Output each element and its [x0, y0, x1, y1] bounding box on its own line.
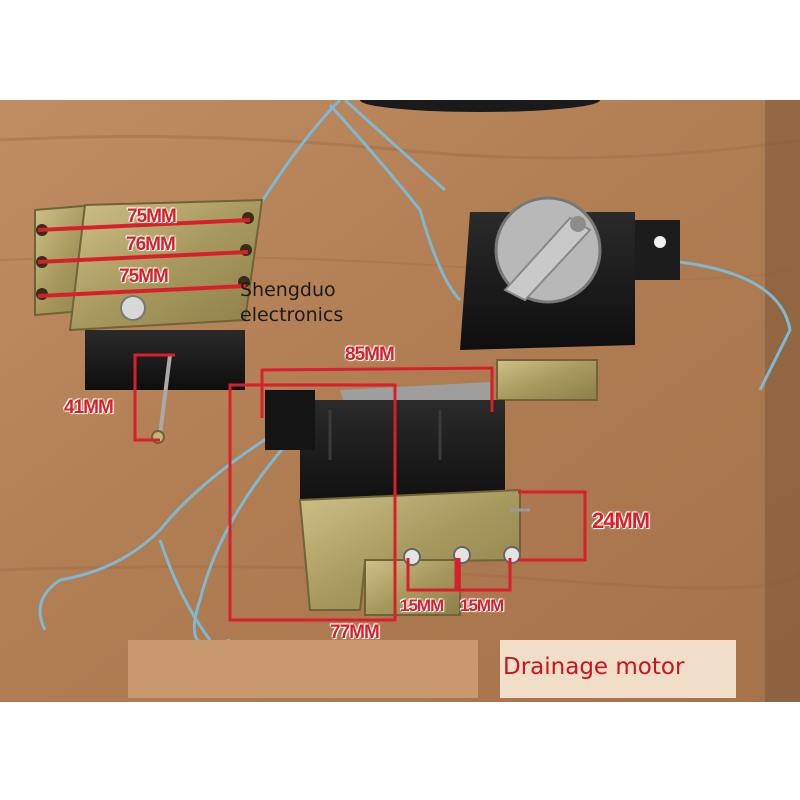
dimension-shaft-height: 24MM	[592, 508, 650, 533]
dimension-shaft-length: 41MM	[64, 397, 114, 418]
product-caption: Drainage motor	[503, 654, 685, 680]
brand-label: Shengduo electronics	[240, 278, 420, 328]
dimension-hole-spacing-right: 15MM	[460, 596, 504, 615]
dimension-width-middle: 76MM	[126, 234, 176, 255]
dimension-width-top: 75MM	[127, 206, 177, 227]
dimension-hole-spacing-left: 15MM	[400, 596, 444, 615]
dimension-base-width: 77MM	[330, 622, 380, 643]
brand-line-2: electronics	[240, 304, 344, 326]
product-photo	[0, 100, 800, 702]
brand-line-1: Shengduo	[240, 279, 336, 301]
dimension-width-bottom: 75MM	[119, 266, 169, 287]
caption-box	[500, 640, 736, 698]
dimension-body-width: 85MM	[345, 344, 395, 365]
caption-bar-blank	[128, 640, 478, 698]
